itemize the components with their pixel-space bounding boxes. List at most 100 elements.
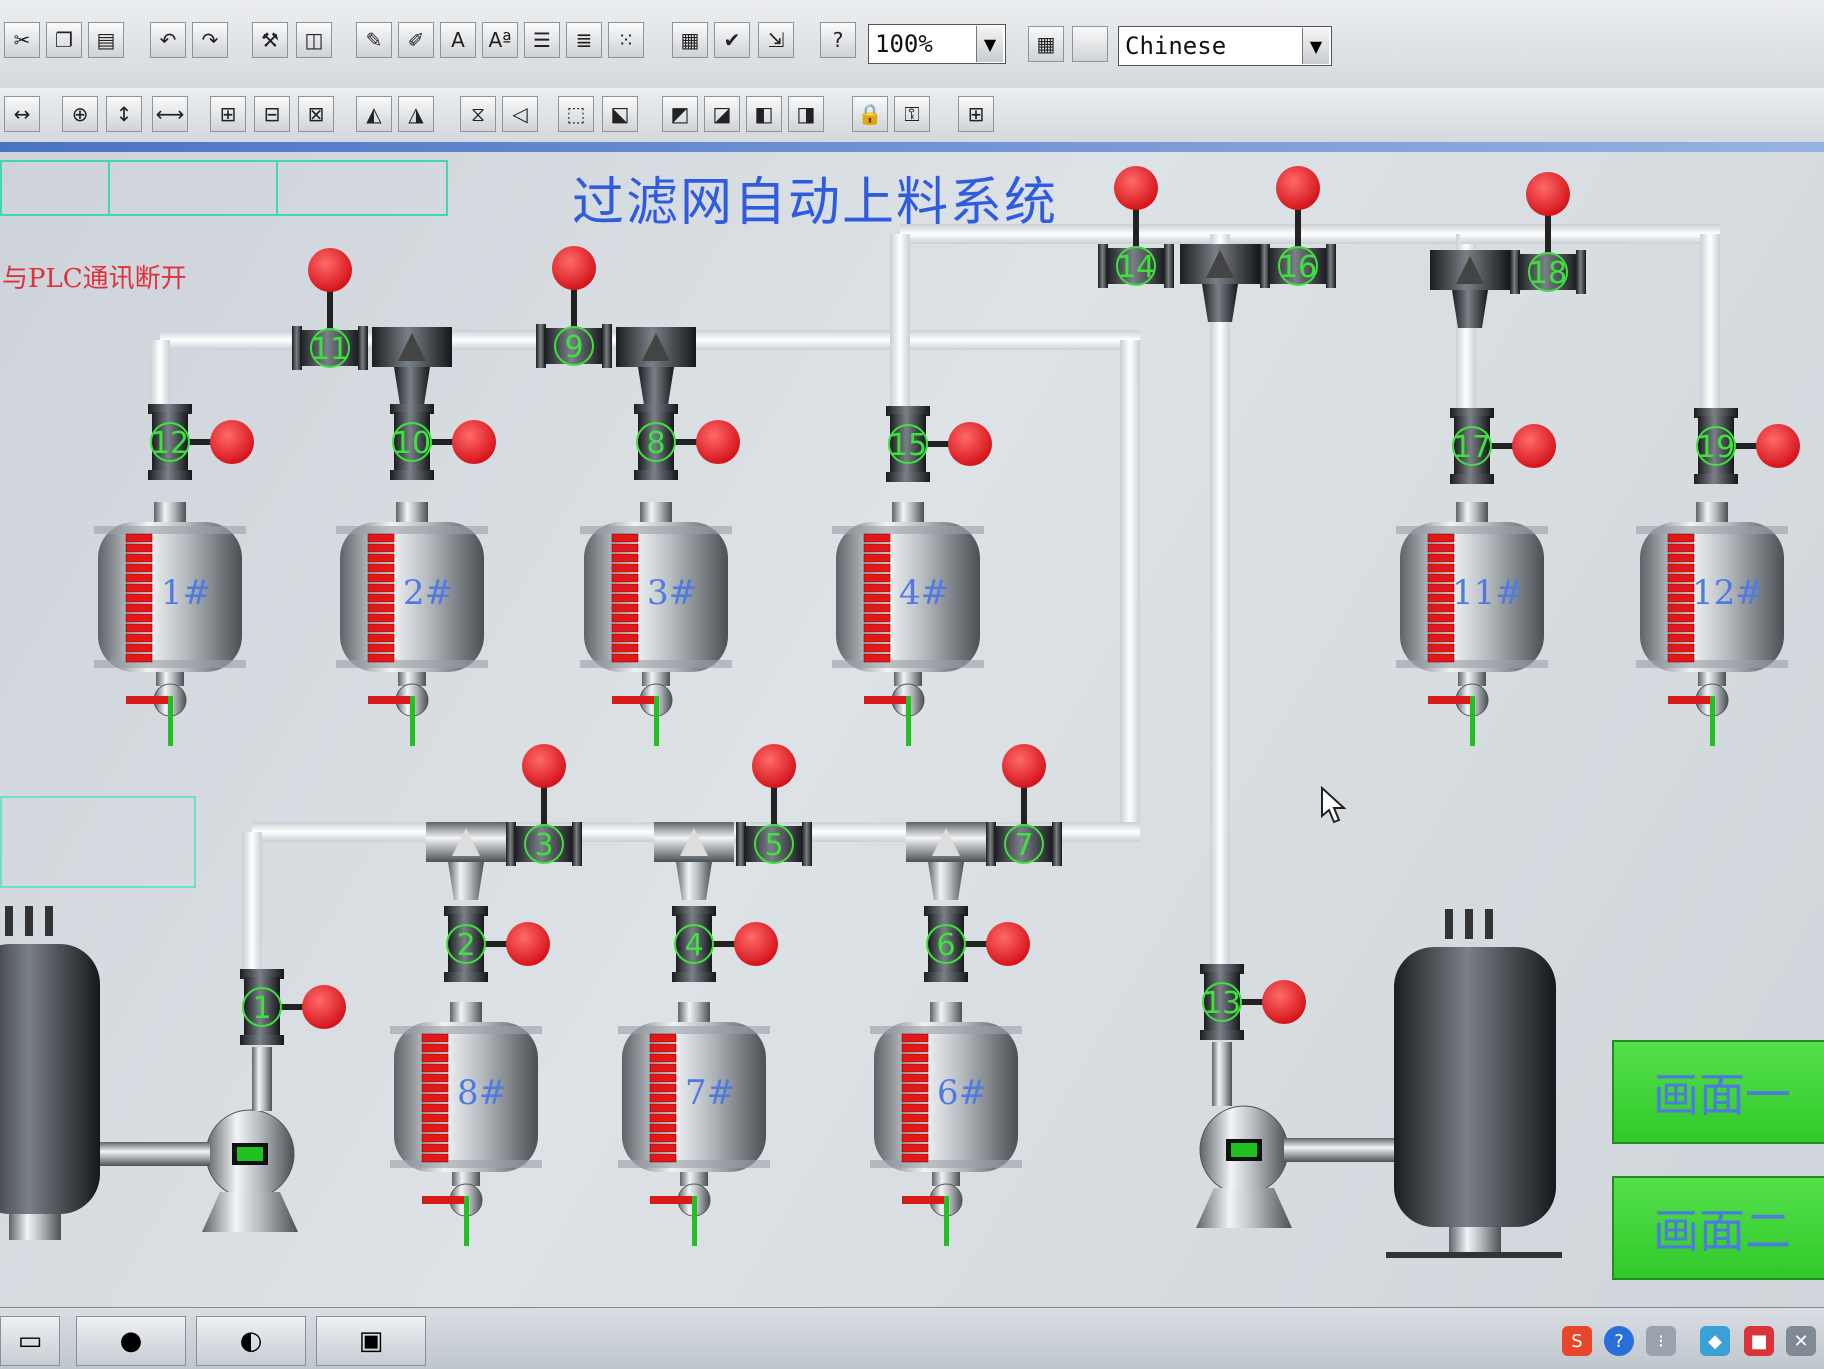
pump-right-riser <box>1212 1042 1232 1106</box>
fit-width-icon[interactable]: ↔ <box>4 96 40 132</box>
screen-two-button[interactable]: 画面二 <box>1612 1176 1824 1280</box>
export-icon[interactable]: ⇲ <box>758 22 794 58</box>
lock-icon[interactable]: 🔒 <box>852 96 888 132</box>
tank-t2-level <box>367 533 395 663</box>
undo-icon[interactable]: ↶ <box>150 22 186 58</box>
tank-t2-label: 2# <box>403 573 453 613</box>
properties-icon[interactable]: ▦ <box>672 22 708 58</box>
scada-task-icon[interactable]: ▣ <box>316 1316 426 1366</box>
valve-19-label: 19 <box>1697 430 1735 465</box>
tank-t3: 3# <box>580 502 732 746</box>
tank-t7-level <box>649 1033 677 1163</box>
valve-16-actuator <box>1276 166 1320 210</box>
tank-t1: 1# <box>94 502 246 746</box>
drain-valve-handle <box>612 696 654 704</box>
blank-button[interactable] <box>1072 26 1108 62</box>
valve-1-label: 1 <box>252 991 271 1026</box>
unlock-icon[interactable]: ⚿ <box>894 96 930 132</box>
mirror-icon[interactable]: ⧖ <box>460 96 496 132</box>
check-icon[interactable]: ✔ <box>714 22 750 58</box>
tank-t6-label: 6# <box>937 1073 987 1113</box>
help-tray-icon[interactable]: ? <box>1604 1326 1634 1356</box>
screen-two-label: 画面二 <box>1653 1204 1791 1258</box>
tank-t2: 2# <box>336 502 488 746</box>
valve-16: 16 <box>1260 166 1336 288</box>
valve-10-label: 10 <box>393 426 431 461</box>
frame-b-icon[interactable]: ⬕ <box>602 96 638 132</box>
copy-icon[interactable]: ❐ <box>46 22 82 58</box>
drain-pipe <box>654 696 659 746</box>
pin-tray-icon[interactable]: ⁝ <box>1646 1326 1676 1356</box>
group-a-icon[interactable]: ⊞ <box>210 96 246 132</box>
layout-icon[interactable]: ◫ <box>296 22 332 58</box>
chart-table-icon[interactable]: ▦ <box>1028 26 1064 62</box>
language-select[interactable]: Chinese <box>1118 26 1332 66</box>
layer-bottom-icon[interactable]: ◨ <box>788 96 824 132</box>
pipe-segment <box>242 832 262 982</box>
tank-t6-level <box>901 1033 929 1163</box>
format-toolbar: ↔⊕↕⟷⊞⊟⊠◭◮⧖◁⬚⬕◩◪◧◨🔒⚿⊞ <box>0 88 1824 143</box>
input-method-icon[interactable]: S <box>1562 1326 1592 1356</box>
tank-t7-label: 7# <box>685 1073 735 1113</box>
tee-fitting <box>1180 244 1260 322</box>
security-tray-icon[interactable]: ■ <box>1744 1326 1774 1356</box>
help-icon[interactable]: ? <box>820 22 856 58</box>
tank-t8-label: 8# <box>457 1073 507 1113</box>
valve-11: 11 <box>292 248 368 370</box>
frame-a-icon[interactable]: ⬚ <box>558 96 594 132</box>
vessel-left <box>0 906 100 1240</box>
valve-2-actuator <box>506 922 550 966</box>
edit-b-icon[interactable]: ✐ <box>398 22 434 58</box>
cut-icon[interactable]: ✂ <box>4 22 40 58</box>
language-dropdown-arrow-icon[interactable]: ▼ <box>1302 28 1329 64</box>
superscript-icon[interactable]: Aª <box>482 22 518 58</box>
valve-2-label: 2 <box>456 928 475 963</box>
network-tray-icon[interactable]: ◆ <box>1700 1326 1730 1356</box>
tank-t7: 7# <box>618 1002 770 1246</box>
drain-pipe <box>906 696 911 746</box>
align-horizontal-icon[interactable]: ⟷ <box>152 96 188 132</box>
valve-13: 13 <box>1200 964 1306 1040</box>
layer-back-icon[interactable]: ◧ <box>746 96 782 132</box>
grid-dots-icon[interactable]: ⁙ <box>608 22 644 58</box>
group-b-icon[interactable]: ⊟ <box>254 96 290 132</box>
tank-t4: 4# <box>832 502 984 746</box>
valve-9-label: 9 <box>564 330 583 365</box>
align-lines-icon[interactable]: ☰ <box>524 22 560 58</box>
screen-one-button[interactable]: 画面一 <box>1612 1040 1824 1144</box>
tank-t3-level <box>611 533 639 663</box>
valve-17-actuator <box>1512 424 1556 468</box>
valve-16-label: 16 <box>1279 250 1317 285</box>
align-vertical-icon[interactable]: ↕ <box>106 96 142 132</box>
zoom-dropdown-arrow-icon[interactable]: ▼ <box>976 26 1003 62</box>
edit-a-icon[interactable]: ✎ <box>356 22 392 58</box>
layer-forward-icon[interactable]: ◪ <box>704 96 740 132</box>
vessel-right <box>1394 909 1556 1253</box>
flip-right-icon[interactable]: ◮ <box>398 96 434 132</box>
drain-pipe <box>1710 696 1715 746</box>
pump-left <box>202 1109 298 1232</box>
tee-fitting <box>654 822 734 900</box>
valve-8: 8 <box>634 404 740 480</box>
redo-icon[interactable]: ↷ <box>192 22 228 58</box>
group-c-icon[interactable]: ⊠ <box>298 96 334 132</box>
text-a-icon[interactable]: A <box>440 22 476 58</box>
flip-left-icon[interactable]: ◭ <box>356 96 392 132</box>
start-folder-icon[interactable]: ▭ <box>0 1316 60 1366</box>
center-icon[interactable]: ⊕ <box>62 96 98 132</box>
rotate-icon[interactable]: ◁ <box>502 96 538 132</box>
grid-icon[interactable]: ⊞ <box>958 96 994 132</box>
drain-pipe <box>410 696 415 746</box>
align-list-icon[interactable]: ≣ <box>566 22 602 58</box>
browser-task-icon[interactable]: ● <box>76 1316 186 1366</box>
tank-t11-label: 11# <box>1452 573 1524 613</box>
layer-front-icon[interactable]: ◩ <box>662 96 698 132</box>
tank-t6: 6# <box>870 1002 1022 1246</box>
expand-tray-icon[interactable]: ✕ <box>1786 1326 1816 1356</box>
chat-task-icon[interactable]: ◐ <box>196 1316 306 1366</box>
window-titlebar <box>0 142 1824 152</box>
paste-icon[interactable]: ▤ <box>88 22 124 58</box>
tools-icon[interactable]: ⚒ <box>252 22 288 58</box>
tank-t8: 8# <box>390 1002 542 1246</box>
